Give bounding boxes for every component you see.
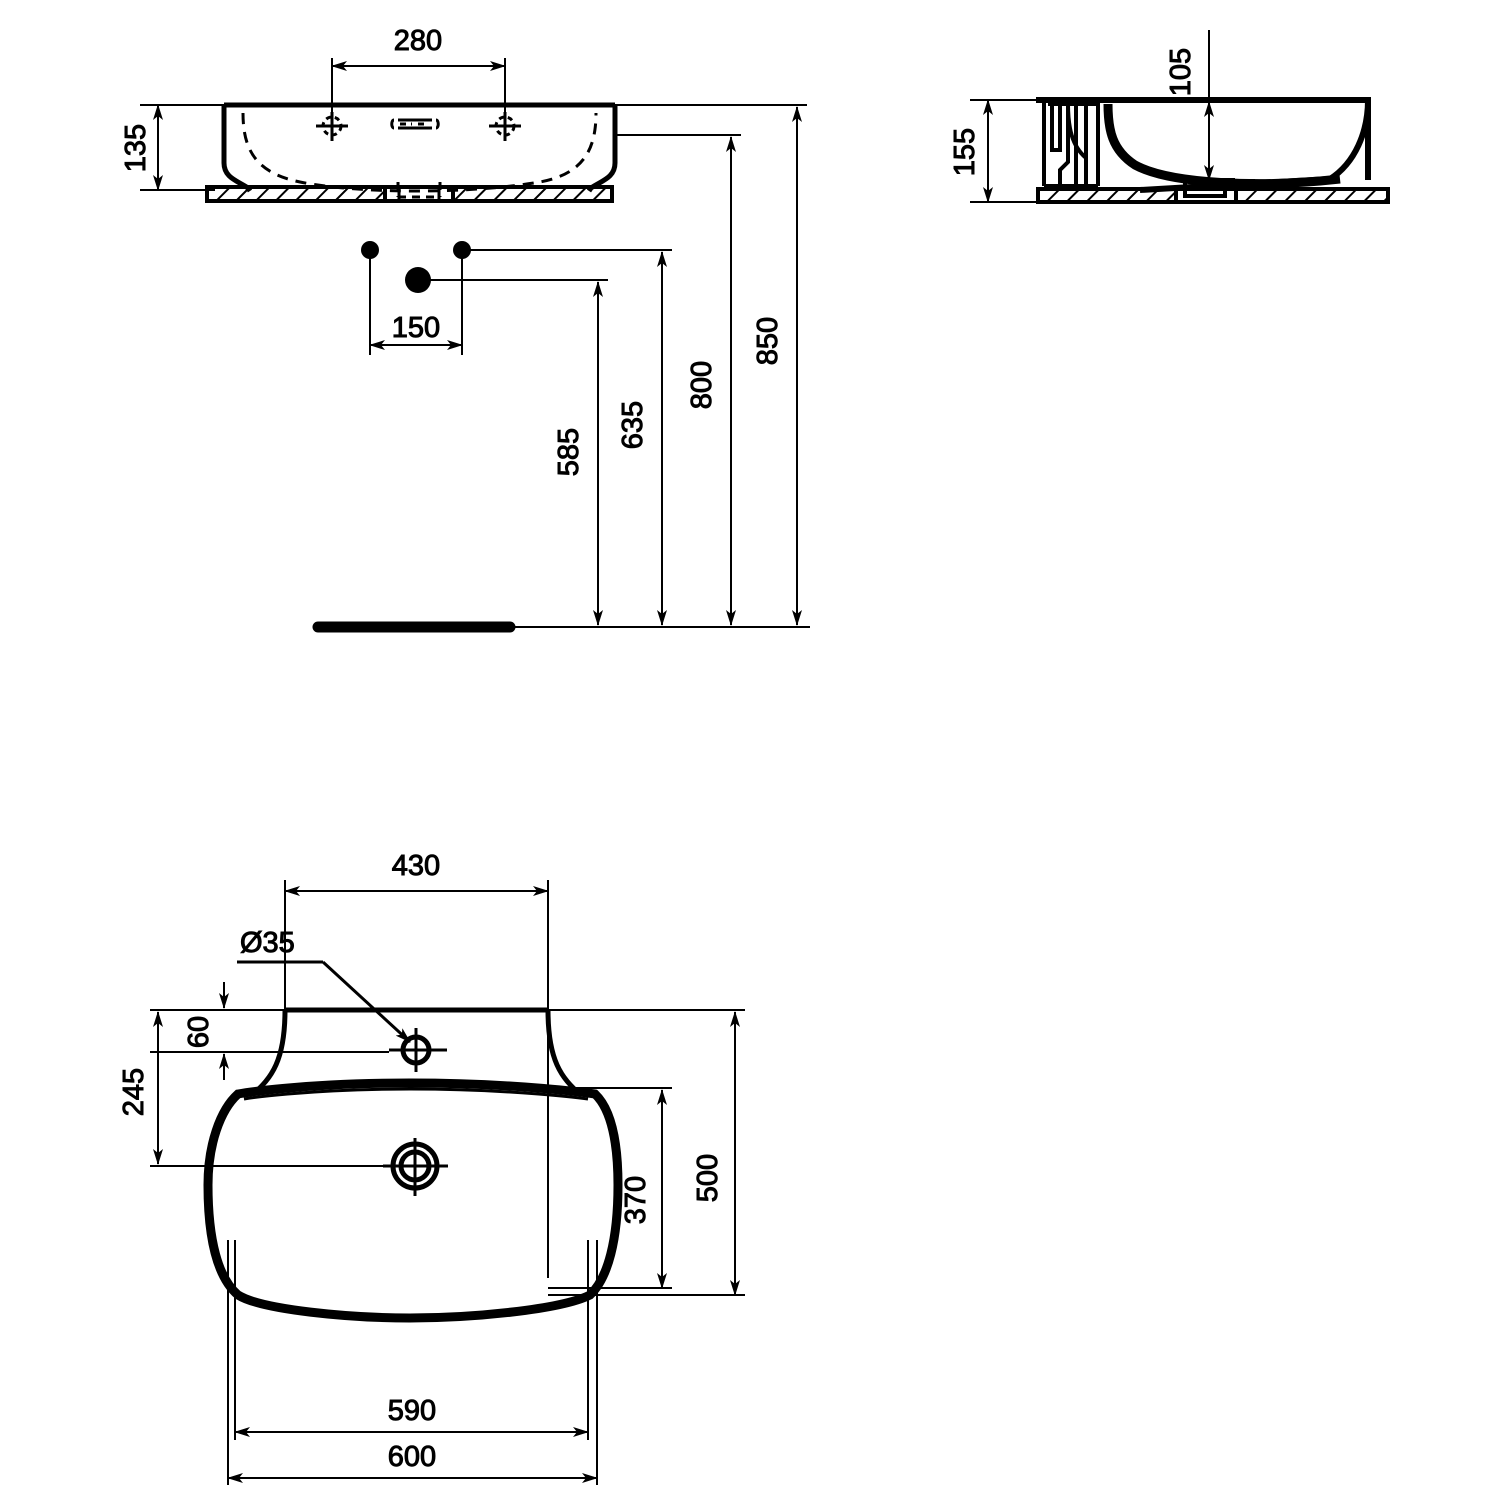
dim-370-label: 370 [620,1176,652,1224]
dim-105-label: 105 [1165,48,1197,96]
side-floor-hatched [1036,187,1390,204]
service-points [361,241,471,293]
basin-front-outline [221,102,618,199]
dim-600-label: 600 [388,1441,436,1473]
bracket-section-detail [1042,100,1100,188]
dim-590-label: 590 [388,1395,436,1427]
dim-150-label: 150 [392,312,440,344]
dim-500: 500 [548,1009,745,1296]
dim-600: 600 [227,1240,598,1485]
dim-155-label: 155 [949,128,981,176]
supply-point-left [361,241,379,259]
dim-135: 135 [120,104,232,191]
bowl-outline-inner [243,1087,589,1101]
dim-590: 590 [234,1240,589,1440]
dim-105: 105 [1165,30,1214,181]
dim-d35-label: Ø35 [240,927,295,959]
mounting-plate-hatched [205,185,614,203]
dim-245-label: 245 [118,1068,150,1116]
dim-d35: Ø35 [237,927,412,1044]
bowl-outline-outer [203,1078,623,1323]
taphole-plan-mark [150,1028,447,1072]
dim-280: 280 [331,25,506,140]
side-section-view: 155 105 [949,30,1390,204]
dim-800-label: 800 [686,361,718,409]
dim-635-label: 635 [617,401,649,449]
dim-150: 150 [369,258,463,355]
dim-585-label: 585 [553,428,585,476]
front-elevation-view: 280 135 150 [120,25,810,633]
dim-850-label: 850 [752,317,784,365]
dim-800: 800 [686,136,736,626]
dim-60: 60 [183,982,229,1080]
dim-635: 635 [617,251,667,626]
dim-370: 370 [548,1087,672,1289]
plan-view: 430 Ø35 60 245 370 [118,850,745,1485]
dim-155: 155 [949,99,1040,203]
dim-60-label: 60 [183,1016,215,1048]
bowl-under-sweep [1103,103,1341,189]
dim-500-label: 500 [692,1154,724,1202]
dim-585: 585 [553,281,603,626]
waste-plan-mark [150,1138,448,1196]
dim-135-label: 135 [120,124,152,172]
dim-245: 245 [118,1011,163,1165]
dim-430: 430 [284,850,549,1278]
dim-430-label: 430 [392,850,440,882]
dim-850: 850 [752,106,802,626]
dim-280-label: 280 [394,25,442,57]
